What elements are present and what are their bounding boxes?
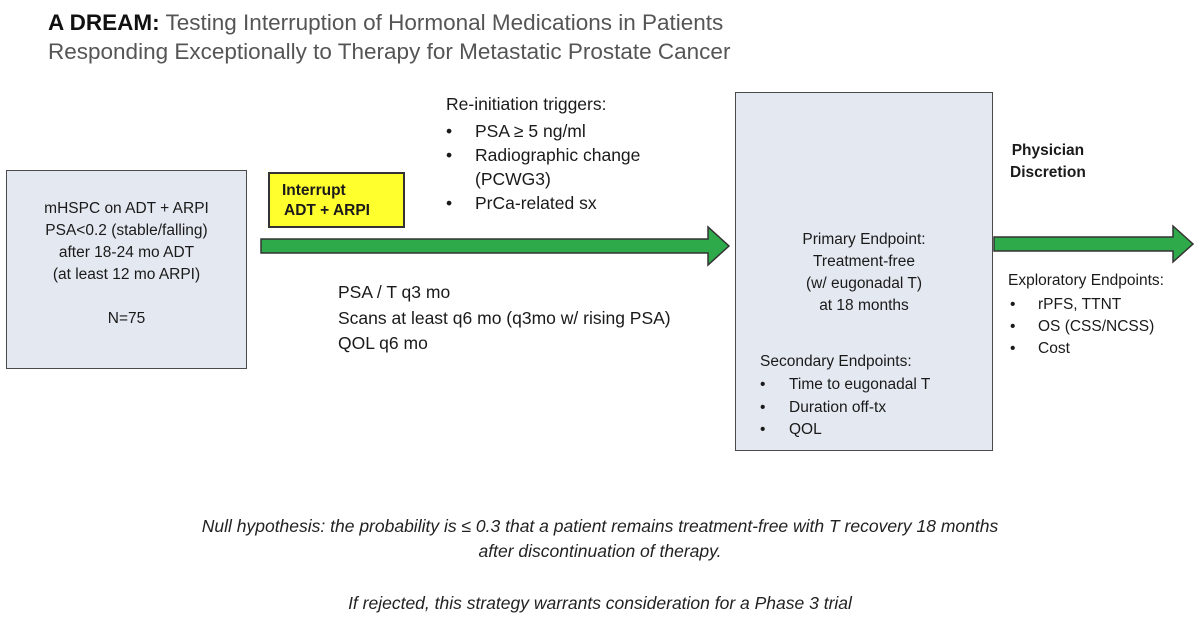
interrupt-line: ADT + ARPI	[284, 202, 370, 219]
primary-line: at 18 months	[819, 297, 909, 314]
interrupt-box: Interrupt ADT + ARPI	[268, 172, 405, 228]
population-line: after 18-24 mo ADT	[58, 244, 195, 261]
secondary-item: Duration off-tx	[760, 397, 930, 420]
physician-line: Physician	[1011, 142, 1085, 159]
triggers-title: Re-initiation triggers:	[446, 94, 607, 114]
secondary-item: QOL	[760, 419, 930, 442]
physician-discretion: Physician Discretion	[1010, 140, 1086, 184]
secondary-title: Secondary Endpoints:	[760, 353, 912, 370]
primary-line: Primary Endpoint:	[802, 231, 926, 248]
exploratory-item: OS (CSS/NCSS)	[1008, 316, 1154, 338]
rejection-note: If rejected, this strategy warrants cons…	[348, 593, 852, 613]
population-line: PSA<0.2 (stable/falling)	[45, 222, 208, 239]
trigger-item: PSA ≥ 5 ng/ml	[446, 119, 686, 143]
arrow-endpoint-to-physician	[993, 224, 1195, 264]
slide-title: A DREAM: Testing Interruption of Hormona…	[48, 8, 768, 66]
null-hypothesis-line: Null hypothesis: the probability is ≤ 0.…	[201, 516, 999, 536]
trigger-item: PrCa-related sx	[446, 191, 686, 215]
population-line: (at least 12 mo ARPI)	[52, 266, 201, 283]
monitoring-item: PSA / T q3 mo	[338, 282, 451, 302]
title-text: Testing Interruption of Hormonal Medicat…	[48, 10, 731, 64]
null-hypothesis-line: after discontinuation of therapy.	[478, 541, 722, 561]
secondary-item: Time to eugonadal T	[760, 374, 930, 397]
trigger-item: Radiographic change (PCWG3)	[446, 143, 686, 191]
interrupt-line: Interrupt	[282, 182, 346, 199]
primary-line: (w/ eugonadal T)	[805, 275, 923, 292]
monitoring-item: Scans at least q6 mo (q3mo w/ rising PSA…	[338, 307, 671, 328]
null-hypothesis: Null hypothesis: the probability is ≤ 0.…	[0, 514, 1200, 564]
exploratory-title: Exploratory Endpoints:	[1008, 272, 1164, 289]
monitoring-item: QOL q6 mo	[338, 333, 428, 353]
triggers-list: PSA ≥ 5 ng/ml Radiographic change (PCWG3…	[446, 119, 686, 215]
population-line: mHSPC on ADT + ARPI	[44, 200, 209, 217]
arrow-interrupt-to-endpoint	[260, 225, 731, 267]
title-bold: A DREAM:	[48, 10, 160, 35]
exploratory-item: rPFS, TTNT	[1008, 294, 1154, 316]
physician-line: Discretion	[1010, 164, 1086, 181]
exploratory-list: rPFS, TTNT OS (CSS/NCSS) Cost	[1008, 294, 1154, 360]
secondary-list: Time to eugonadal T Duration off-tx QOL	[760, 374, 930, 442]
population-box: mHSPC on ADT + ARPI PSA<0.2 (stable/fall…	[6, 170, 247, 369]
monitoring-schedule: PSA / T q3 mo Scans at least q6 mo (q3mo…	[338, 280, 698, 357]
primary-line: Treatment-free	[813, 253, 915, 270]
primary-endpoint: Primary Endpoint: Treatment-free (w/ eug…	[735, 229, 993, 317]
exploratory-item: Cost	[1008, 338, 1154, 360]
sample-size: N=75	[107, 310, 146, 327]
